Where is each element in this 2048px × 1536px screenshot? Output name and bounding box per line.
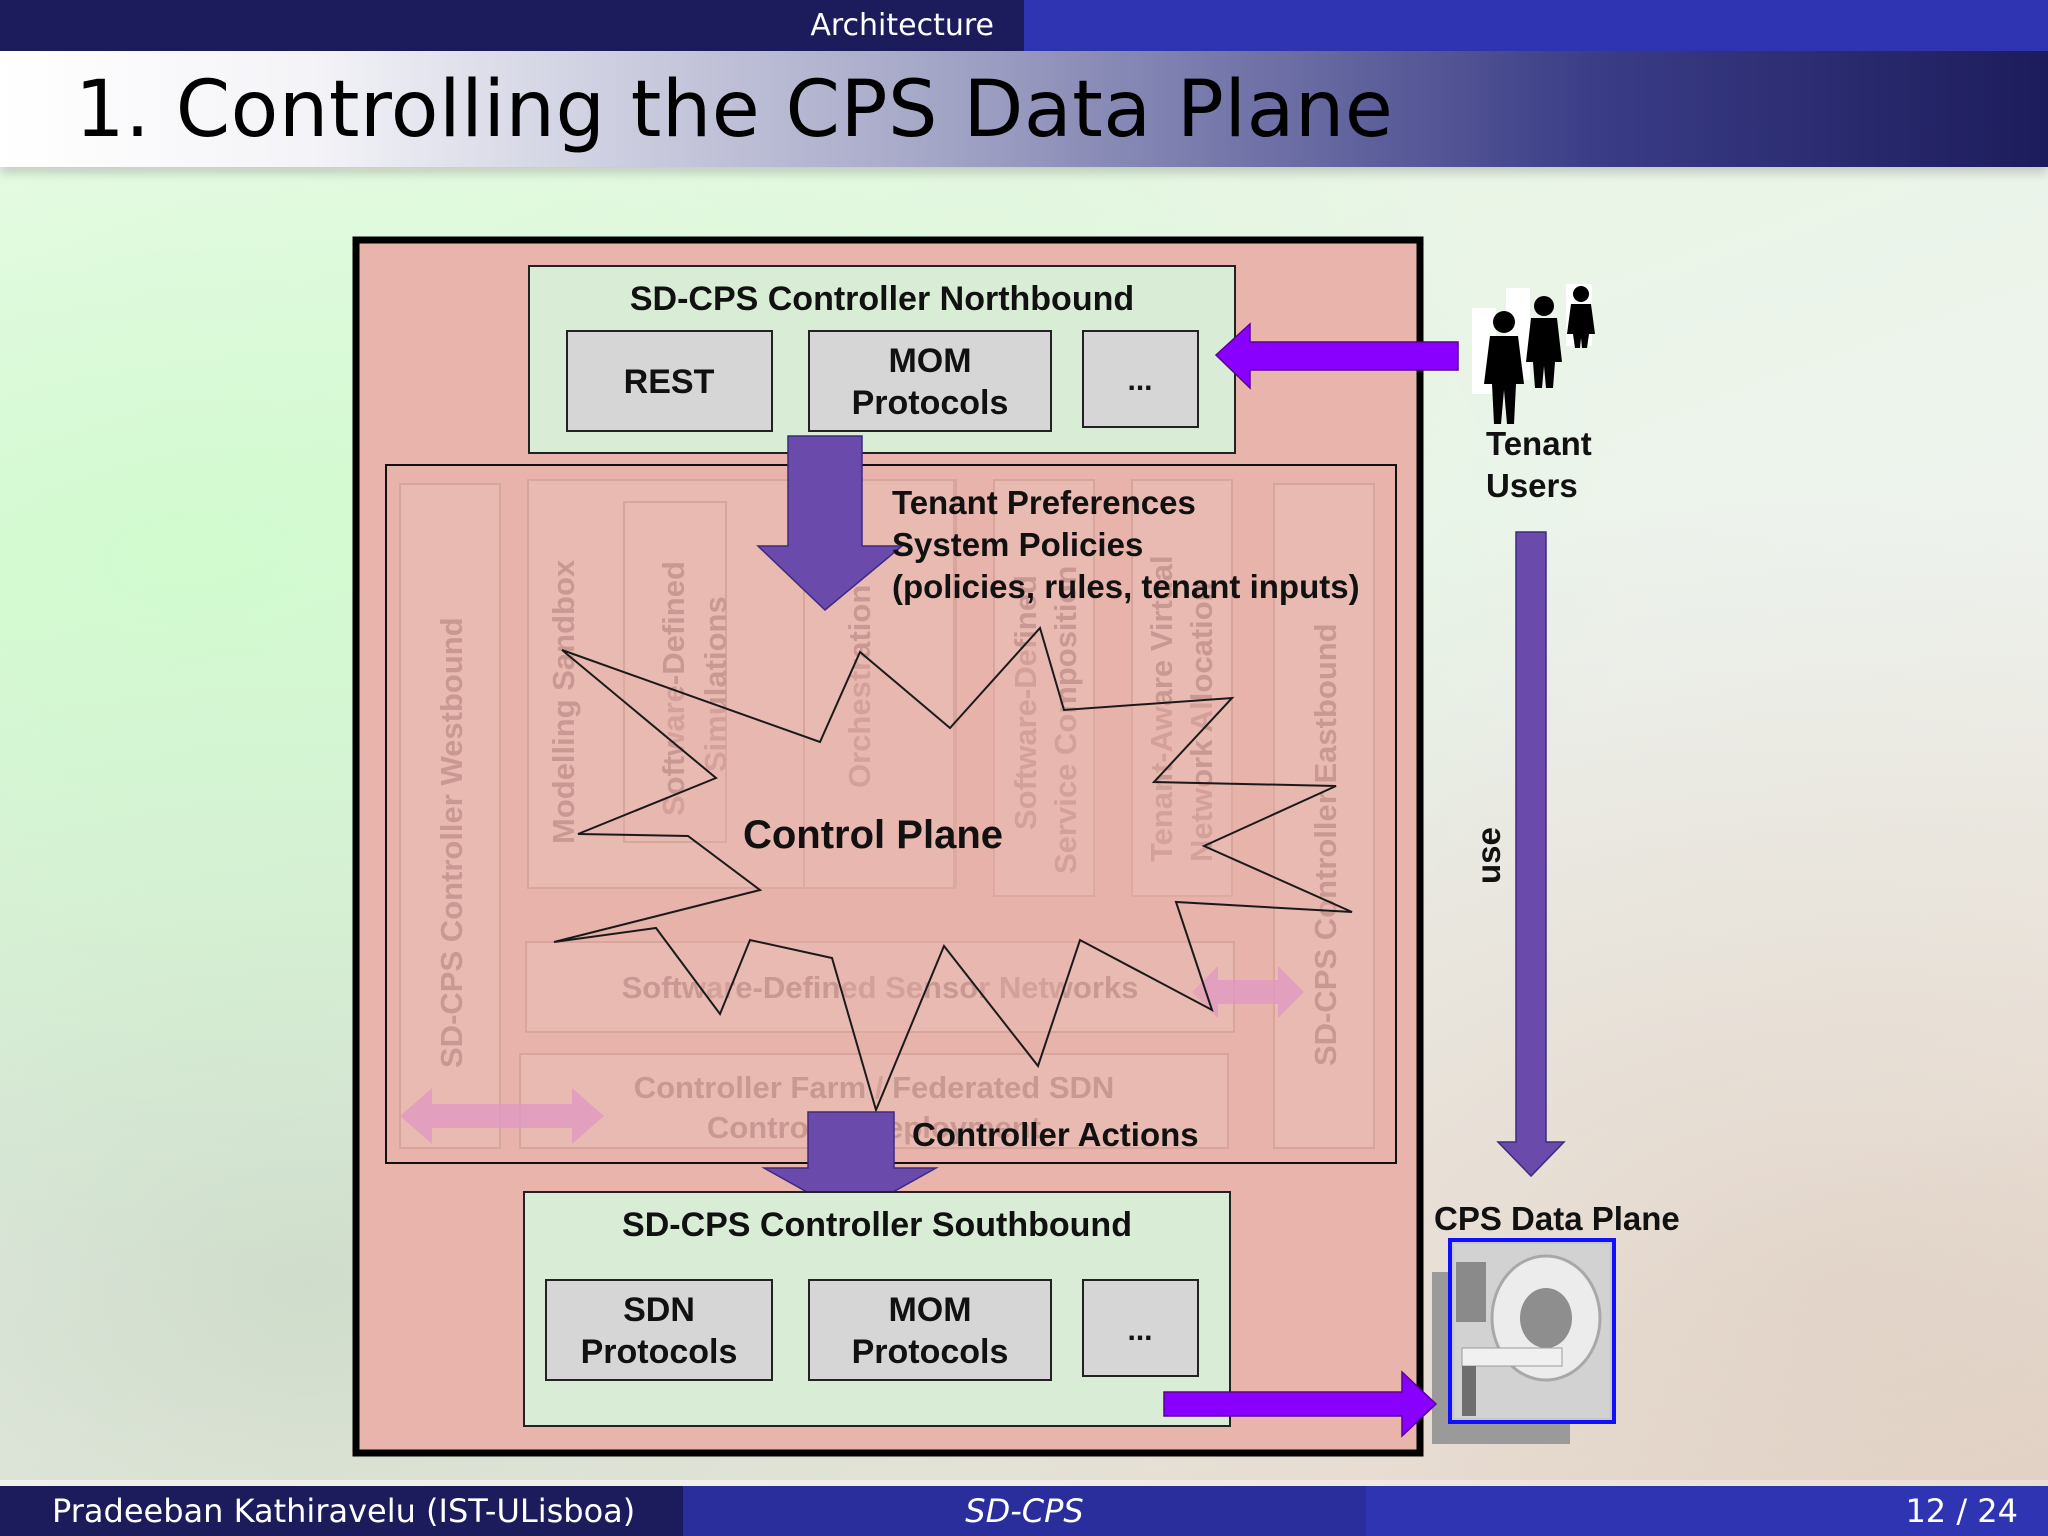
tenant-label: Tenant [1486, 425, 1592, 462]
controller-actions-label: Controller Actions [912, 1116, 1199, 1153]
more-box-north [1082, 330, 1199, 428]
service-label-2: Service Composition [1048, 566, 1083, 874]
mom-protocols-box-south [808, 1279, 1052, 1381]
use-arrow [1496, 531, 1566, 1178]
southbound-to-data-plane-arrow [1163, 1370, 1438, 1438]
simulations-label-2: Simulations [698, 596, 733, 772]
mom-label-south: MOM [888, 1291, 971, 1329]
users-label: Users [1486, 467, 1578, 504]
footer-bar: Pradeeban Kathiravelu (IST-ULisboa) SD-C… [0, 1486, 2048, 1536]
use-label: use [1470, 827, 1507, 884]
mom-protocols-box-north [808, 330, 1052, 432]
northbound-title: SD-CPS Controller Northbound [630, 280, 1134, 318]
northbound-down-arrow [756, 435, 905, 612]
slide-title: 1. Controlling the CPS Data Plane [75, 65, 1394, 155]
network-label-2: Network Allocation [1184, 582, 1219, 862]
sdn-label: SDN [623, 1291, 695, 1329]
simulations-label-1: Software-Defined [656, 561, 691, 816]
westbound-label: SD-CPS Controller Westbound [434, 617, 469, 1068]
cps-data-plane-label: CPS Data Plane [1434, 1200, 1680, 1237]
title-bar: 1. Controlling the CPS Data Plane [0, 51, 2048, 167]
tenant-to-northbound-arrow [1214, 322, 1459, 390]
protocols-label-north: Protocols [852, 384, 1009, 422]
rest-label: REST [624, 363, 715, 401]
tenant-preferences-text: Tenant Preferences [892, 484, 1196, 521]
mri-scanner-image [1432, 1238, 1616, 1444]
subsection-bar [1024, 0, 2048, 51]
eastbound-label: SD-CPS Controller Eastbound [1308, 623, 1343, 1066]
control-plane-label: Control Plane [743, 813, 1003, 857]
section-bar: Architecture [0, 0, 1024, 51]
system-policies-text: System Policies [892, 526, 1143, 563]
control-plane-burst [553, 625, 1353, 1114]
protocols-label-sdn: Protocols [581, 1333, 738, 1371]
more-label-north: ... [1127, 364, 1152, 397]
footer-author: Pradeeban Kathiravelu (IST-ULisboa) [0, 1486, 683, 1536]
eastbound-double-arrow [1192, 966, 1304, 1018]
controller-farm-label-1: Controller Farm / Federated SDN [634, 1070, 1115, 1105]
service-label-1: Software-Defined [1008, 575, 1043, 830]
sandbox-label: Modelling Sandbox [546, 559, 581, 844]
policies-rules-text: (policies, rules, tenant inputs) [892, 568, 1360, 605]
footer-short-title: SD-CPS [683, 1486, 1366, 1536]
protocols-label-south: Protocols [852, 1333, 1009, 1371]
mom-label-north: MOM [888, 342, 971, 380]
tenant-users-icon [1472, 284, 1595, 424]
sdn-protocols-box [545, 1279, 773, 1381]
top-navigation-bar: Architecture [0, 0, 2048, 51]
network-label-1: Tenant-Aware Virtual [1144, 555, 1179, 862]
footer-page-number: 12 / 24 [1366, 1486, 2048, 1536]
more-label-south: ... [1127, 1314, 1152, 1347]
westbound-double-arrow [400, 1088, 604, 1144]
southbound-title: SD-CPS Controller Southbound [622, 1206, 1132, 1244]
more-box-south [1082, 1279, 1199, 1377]
section-name[interactable]: Architecture [810, 8, 994, 43]
orchestration-label: Orchestration [842, 585, 877, 788]
rest-box [566, 330, 773, 432]
